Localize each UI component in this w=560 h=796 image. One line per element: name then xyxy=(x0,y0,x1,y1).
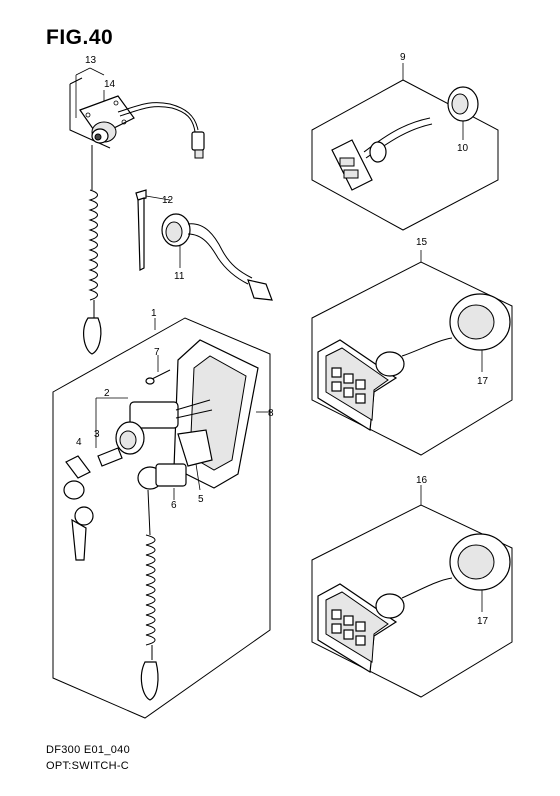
callout-6: 6 xyxy=(171,500,177,511)
callout-3: 3 xyxy=(94,429,100,440)
cable-tie-part xyxy=(135,189,171,271)
callout-17b: 17 xyxy=(477,616,489,627)
callout-4: 4 xyxy=(76,437,82,448)
multi-switch-group-16 xyxy=(311,485,513,698)
callout-9: 9 xyxy=(400,52,406,63)
figure-name: OPT:SWITCH-C xyxy=(46,760,130,772)
callout-12: 12 xyxy=(162,195,174,206)
figure-title: FIG.40 xyxy=(46,26,114,49)
figure-code: DF300 E01_040 xyxy=(46,744,131,756)
callout-17a: 17 xyxy=(477,376,489,387)
single-switch-group xyxy=(311,63,499,231)
callout-5: 5 xyxy=(198,494,204,505)
callout-13: 13 xyxy=(85,55,97,66)
callout-7: 7 xyxy=(154,347,160,358)
multi-switch-group-15 xyxy=(311,250,513,456)
callout-10: 10 xyxy=(457,143,469,154)
callout-14: 14 xyxy=(104,79,116,90)
panel-switch-assembly xyxy=(69,67,205,355)
main-switch-assembly xyxy=(52,317,272,719)
callout-8: 8 xyxy=(268,408,274,419)
callout-2: 2 xyxy=(104,388,110,399)
callout-1: 1 xyxy=(151,308,157,319)
callout-11: 11 xyxy=(174,271,185,282)
callout-16: 16 xyxy=(416,475,428,486)
callout-15: 15 xyxy=(416,237,428,248)
grommet-harness-part xyxy=(161,213,273,301)
